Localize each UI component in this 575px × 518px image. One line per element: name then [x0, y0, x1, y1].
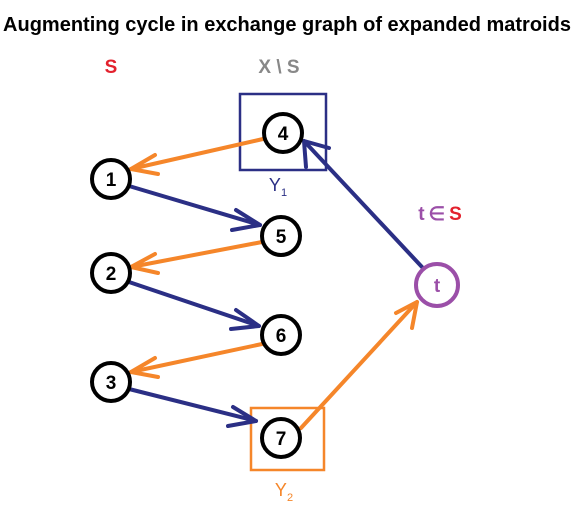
edge-4-to-1: [129, 137, 265, 176]
svg-text:5: 5: [276, 227, 287, 248]
svg-text:1: 1: [106, 170, 117, 191]
node-4: 4: [262, 112, 304, 154]
node-7: 7: [260, 417, 302, 459]
edge-6-to-3: [129, 342, 264, 379]
svg-text:t: t: [434, 276, 441, 297]
node-5: 5: [260, 215, 302, 257]
edge-1-to-5: [127, 184, 262, 232]
svg-text:2: 2: [106, 264, 117, 285]
node-6: 6: [260, 314, 302, 356]
set-s-label: S: [105, 57, 118, 78]
svg-text:4: 4: [278, 124, 289, 145]
edge-2-to-6: [127, 280, 261, 331]
y2-label: Y2: [275, 480, 293, 504]
diagram-title: Augmenting cycle in exchange graph of ex…: [3, 14, 571, 36]
node-3: 3: [90, 361, 132, 403]
edge-t-to-4: [302, 139, 424, 269]
t-in-s-label: t∈S: [418, 204, 462, 225]
set-x-minus-s-label: X \ S: [258, 57, 299, 78]
node-t: t: [414, 262, 460, 308]
svg-text:7: 7: [276, 429, 287, 450]
node-1: 1: [90, 158, 132, 200]
svg-text:6: 6: [276, 326, 287, 347]
y1-box: [238, 92, 328, 172]
edge-7-to-t: [299, 300, 419, 430]
y1-label: Y1: [269, 175, 287, 199]
edge-3-to-7: [127, 387, 258, 428]
y2-box: [249, 406, 326, 472]
svg-text:3: 3: [106, 373, 117, 394]
edge-5-to-2: [129, 240, 264, 275]
node-2: 2: [90, 252, 132, 294]
